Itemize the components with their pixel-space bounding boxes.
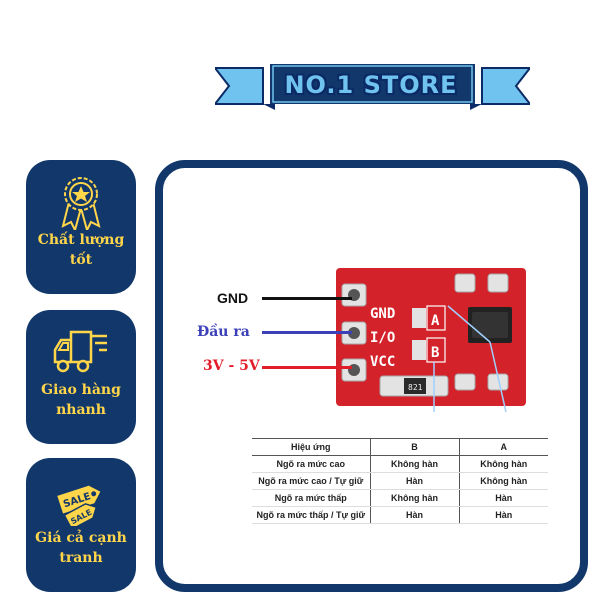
silkscreen-io: I/O bbox=[370, 330, 395, 346]
delivery-truck-icon bbox=[26, 324, 136, 380]
silkscreen-vcc: VCC bbox=[370, 354, 395, 370]
table-cell: Hàn bbox=[369, 472, 459, 490]
pad-a-label: A bbox=[431, 313, 440, 329]
table-header: Hiệu ứng bbox=[252, 438, 370, 456]
silkscreen-gnd: GND bbox=[370, 306, 395, 322]
table-cell: Ngõ ra mức thấp bbox=[252, 489, 370, 507]
table-cell: Không hàn bbox=[369, 455, 459, 473]
badge-label: Chất lượng tốt bbox=[37, 232, 125, 268]
table-cell: Không hàn bbox=[458, 455, 548, 473]
table-cell: Ngõ ra mức cao bbox=[252, 455, 370, 473]
table-cell: Ngõ ra mức thấp / Tự giữ bbox=[252, 506, 370, 524]
table-cell: Hàn bbox=[458, 506, 548, 524]
badge-label: Giá cả cạnh tranh bbox=[35, 530, 127, 566]
table-header: B bbox=[369, 438, 459, 456]
ribbon-shape-icon bbox=[215, 64, 530, 110]
table-cell: Ngõ ra mức cao / Tự giữ bbox=[252, 472, 370, 490]
pin-label-vcc: 3V - 5V bbox=[203, 358, 260, 374]
table-row: Ngõ ra mức cao / Tự giữ Hàn Không hàn bbox=[252, 472, 548, 490]
table-cell: Hàn bbox=[369, 506, 459, 524]
pin-label-gnd: GND bbox=[217, 290, 249, 306]
table-cell: Không hàn bbox=[458, 472, 548, 490]
table-header: A bbox=[458, 438, 548, 456]
table-row: Ngõ ra mức thấp / Tự giữ Hàn Hàn bbox=[252, 506, 548, 524]
badge-label: Giao hàng nhanh bbox=[41, 382, 121, 418]
table-cell: Hàn bbox=[458, 489, 548, 507]
table-header-row: Hiệu ứng B A bbox=[252, 438, 548, 456]
award-ribbon-icon bbox=[26, 174, 136, 230]
wire-vcc bbox=[262, 366, 352, 369]
table-row: Ngõ ra mức thấp Không hàn Hàn bbox=[252, 489, 548, 507]
solder-config-table: Hiệu ứng B A Ngõ ra mức cao Không hàn Kh… bbox=[252, 438, 548, 524]
feature-badge-quality: Chất lượng tốt bbox=[26, 160, 136, 294]
store-banner: NO.1 STORE bbox=[215, 60, 530, 110]
table-cell: Không hàn bbox=[369, 489, 459, 507]
feature-badge-price: SALE SALE Giá cả cạnh tranh bbox=[26, 458, 136, 592]
pin-label-output: Đầu ra bbox=[197, 324, 250, 340]
store-name: NO.1 STORE bbox=[284, 71, 458, 99]
sale-tag-icon: SALE SALE bbox=[26, 472, 136, 528]
table-row: Ngõ ra mức cao Không hàn Không hàn bbox=[252, 455, 548, 473]
feature-badge-delivery: Giao hàng nhanh bbox=[26, 310, 136, 444]
wire-output bbox=[262, 331, 352, 334]
wire-gnd bbox=[262, 297, 352, 300]
touch-sensor-board: 821 GND I/O VCC A B bbox=[330, 262, 530, 413]
pad-b-label: B bbox=[431, 345, 439, 361]
chip-marking: 821 bbox=[408, 383, 423, 392]
